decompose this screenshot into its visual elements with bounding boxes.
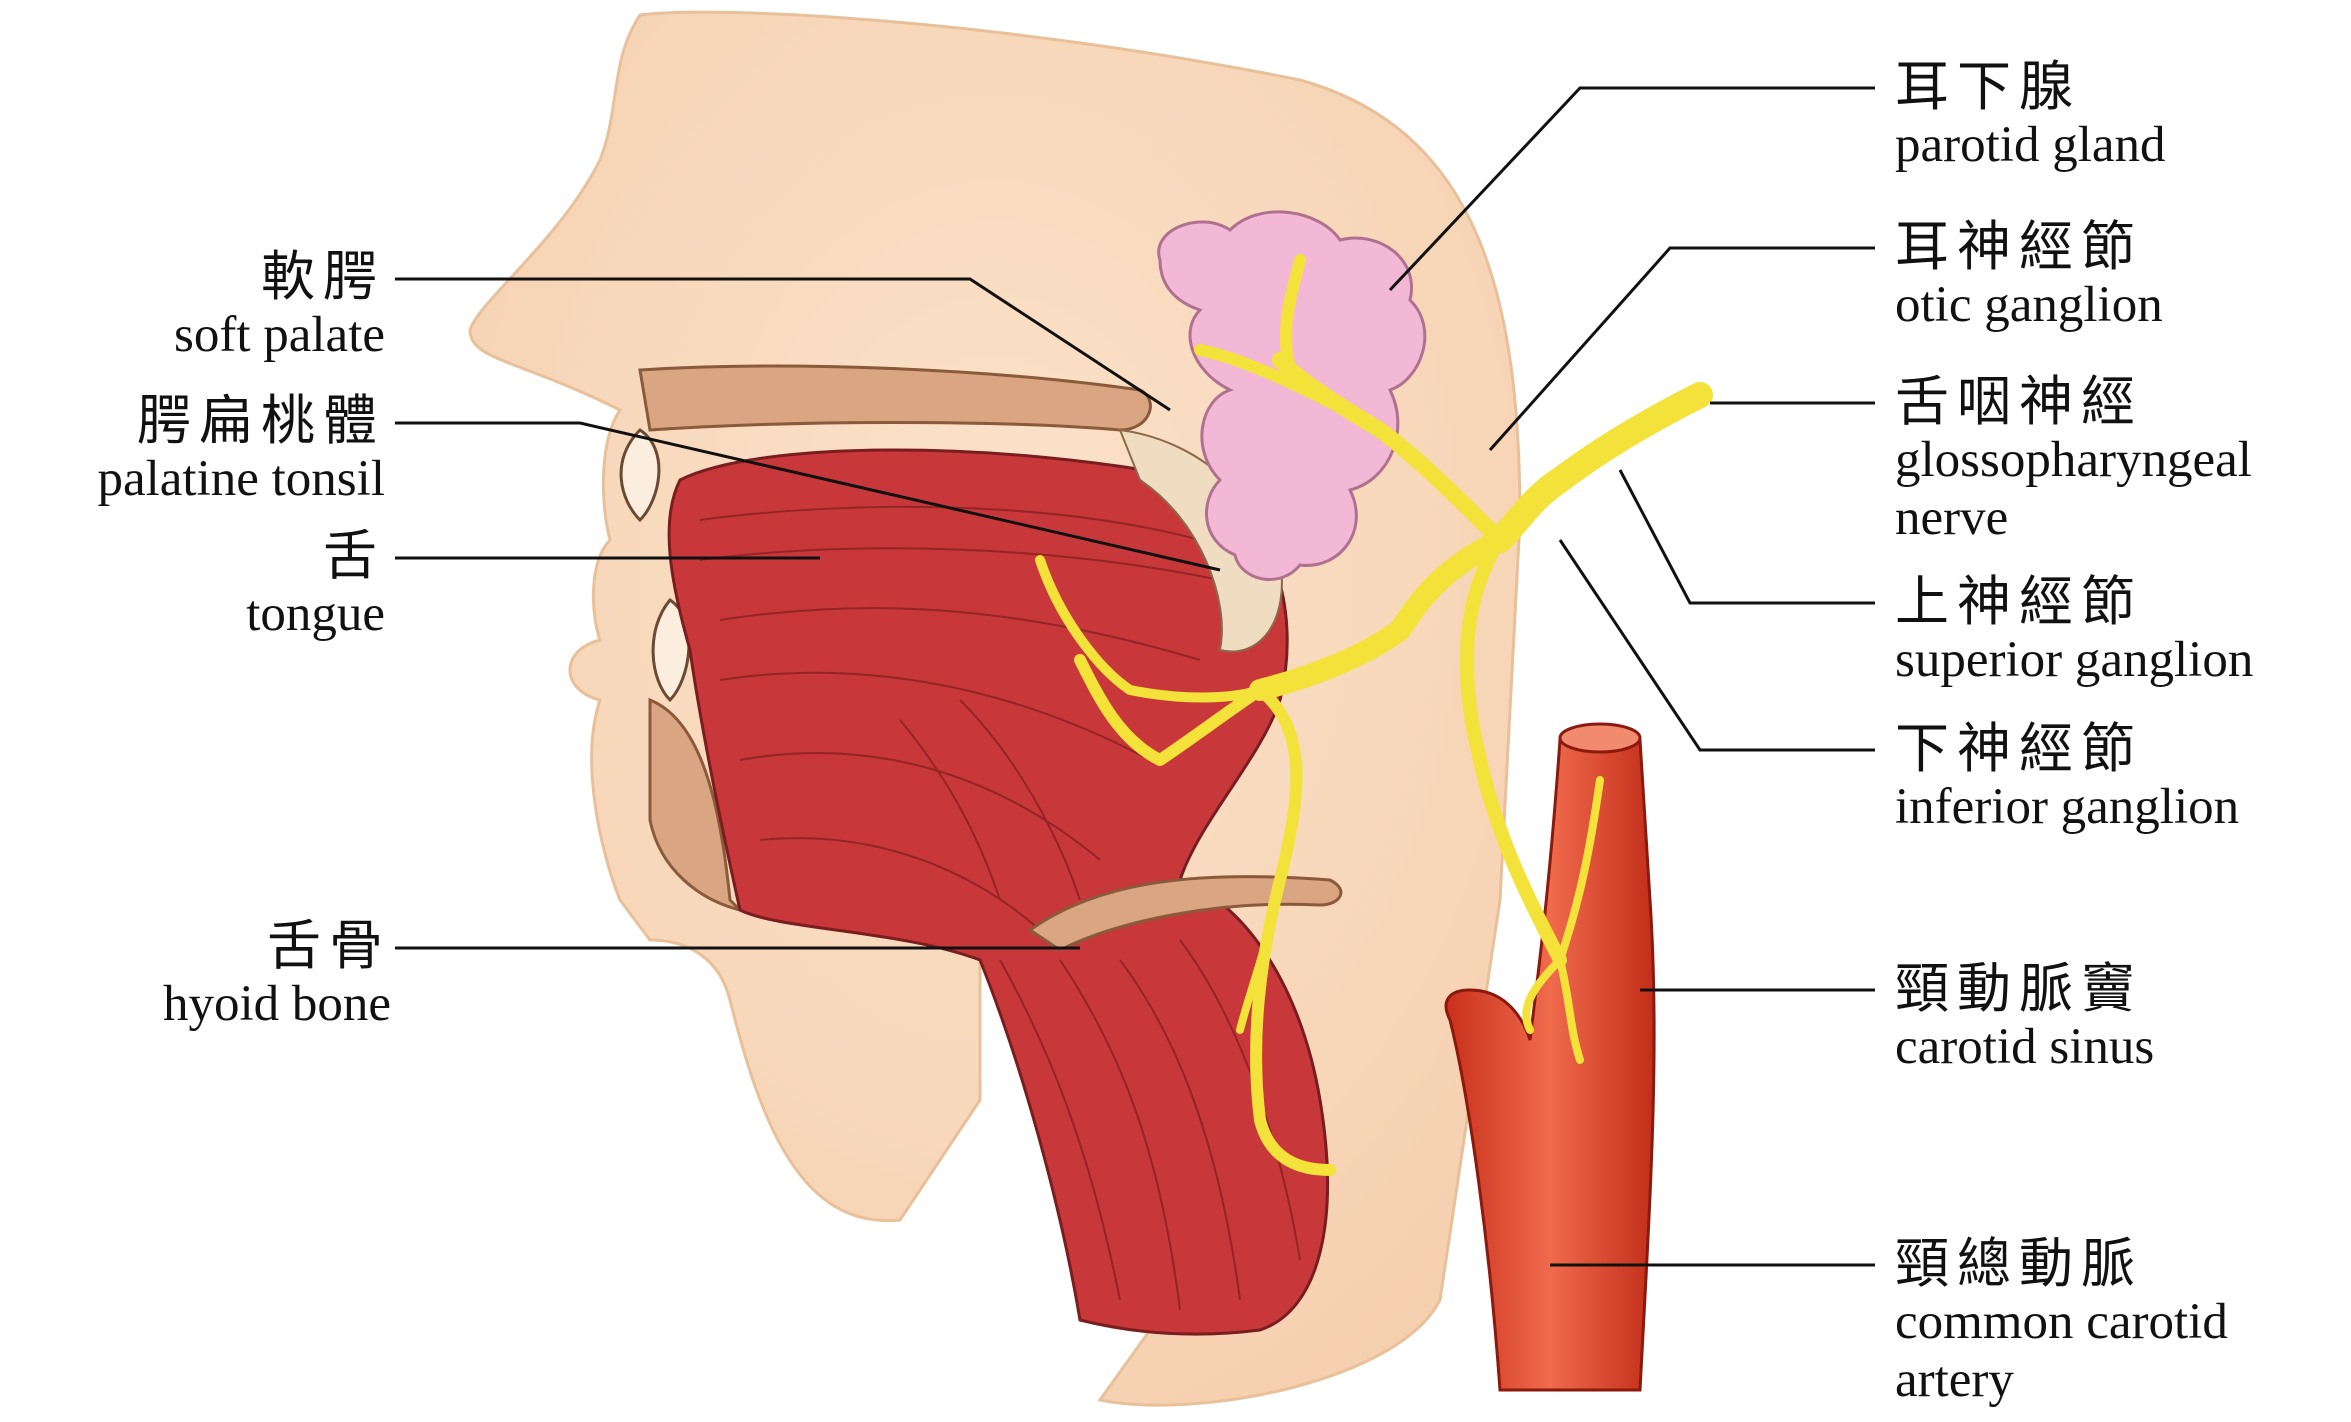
label-superior-ganglion: 上神經節 superior ganglion [1895,572,2253,690]
label-tongue-en: tongue [246,586,385,643]
label-soft-palate-zh: 軟腭 [174,247,385,307]
label-common-carotid-artery-en: common carotid [1895,1294,2228,1351]
label-parotid-gland-en: parotid gland [1895,117,2166,174]
label-soft-palate: 軟腭 soft palate [174,247,385,365]
label-common-carotid-artery-en2: artery [1895,1352,2228,1409]
label-glossopharyngeal-nerve-zh: 舌咽神經 [1895,372,2252,432]
label-palatine-tonsil-zh: 腭扁桃體 [97,391,385,451]
label-tongue-zh: 舌 [246,526,385,586]
label-inferior-ganglion-en: inferior ganglion [1895,779,2239,836]
label-glossopharyngeal-nerve: 舌咽神經 glossopharyngeal nerve [1895,372,2252,547]
label-superior-ganglion-zh: 上神經節 [1895,572,2253,632]
label-carotid-sinus-en: carotid sinus [1895,1019,2154,1076]
label-carotid-sinus: 頸動脈竇 carotid sinus [1895,959,2154,1077]
label-soft-palate-en: soft palate [174,307,385,364]
label-parotid-gland: 耳下腺 parotid gland [1895,57,2166,175]
label-glossopharyngeal-nerve-en: glossopharyngeal [1895,432,2252,489]
label-palatine-tonsil: 腭扁桃體 palatine tonsil [97,391,385,509]
label-parotid-gland-zh: 耳下腺 [1895,57,2166,117]
label-tongue: 舌 tongue [246,526,385,644]
label-otic-ganglion: 耳神經節 otic ganglion [1895,217,2163,335]
label-otic-ganglion-zh: 耳神經節 [1895,217,2163,277]
label-carotid-sinus-zh: 頸動脈竇 [1895,959,2154,1019]
label-common-carotid-artery: 頸總動脈 common carotid artery [1895,1234,2228,1409]
label-otic-ganglion-en: otic ganglion [1895,277,2163,334]
label-hyoid-bone: 舌骨 hyoid bone [163,916,391,1034]
label-hyoid-bone-en: hyoid bone [163,976,391,1033]
label-inferior-ganglion-zh: 下神經節 [1895,719,2239,779]
label-glossopharyngeal-nerve-en2: nerve [1895,490,2252,547]
label-common-carotid-artery-zh: 頸總動脈 [1895,1234,2228,1294]
label-superior-ganglion-en: superior ganglion [1895,632,2253,689]
label-palatine-tonsil-en: palatine tonsil [97,451,385,508]
label-inferior-ganglion: 下神經節 inferior ganglion [1895,719,2239,837]
label-hyoid-bone-zh: 舌骨 [163,916,391,976]
